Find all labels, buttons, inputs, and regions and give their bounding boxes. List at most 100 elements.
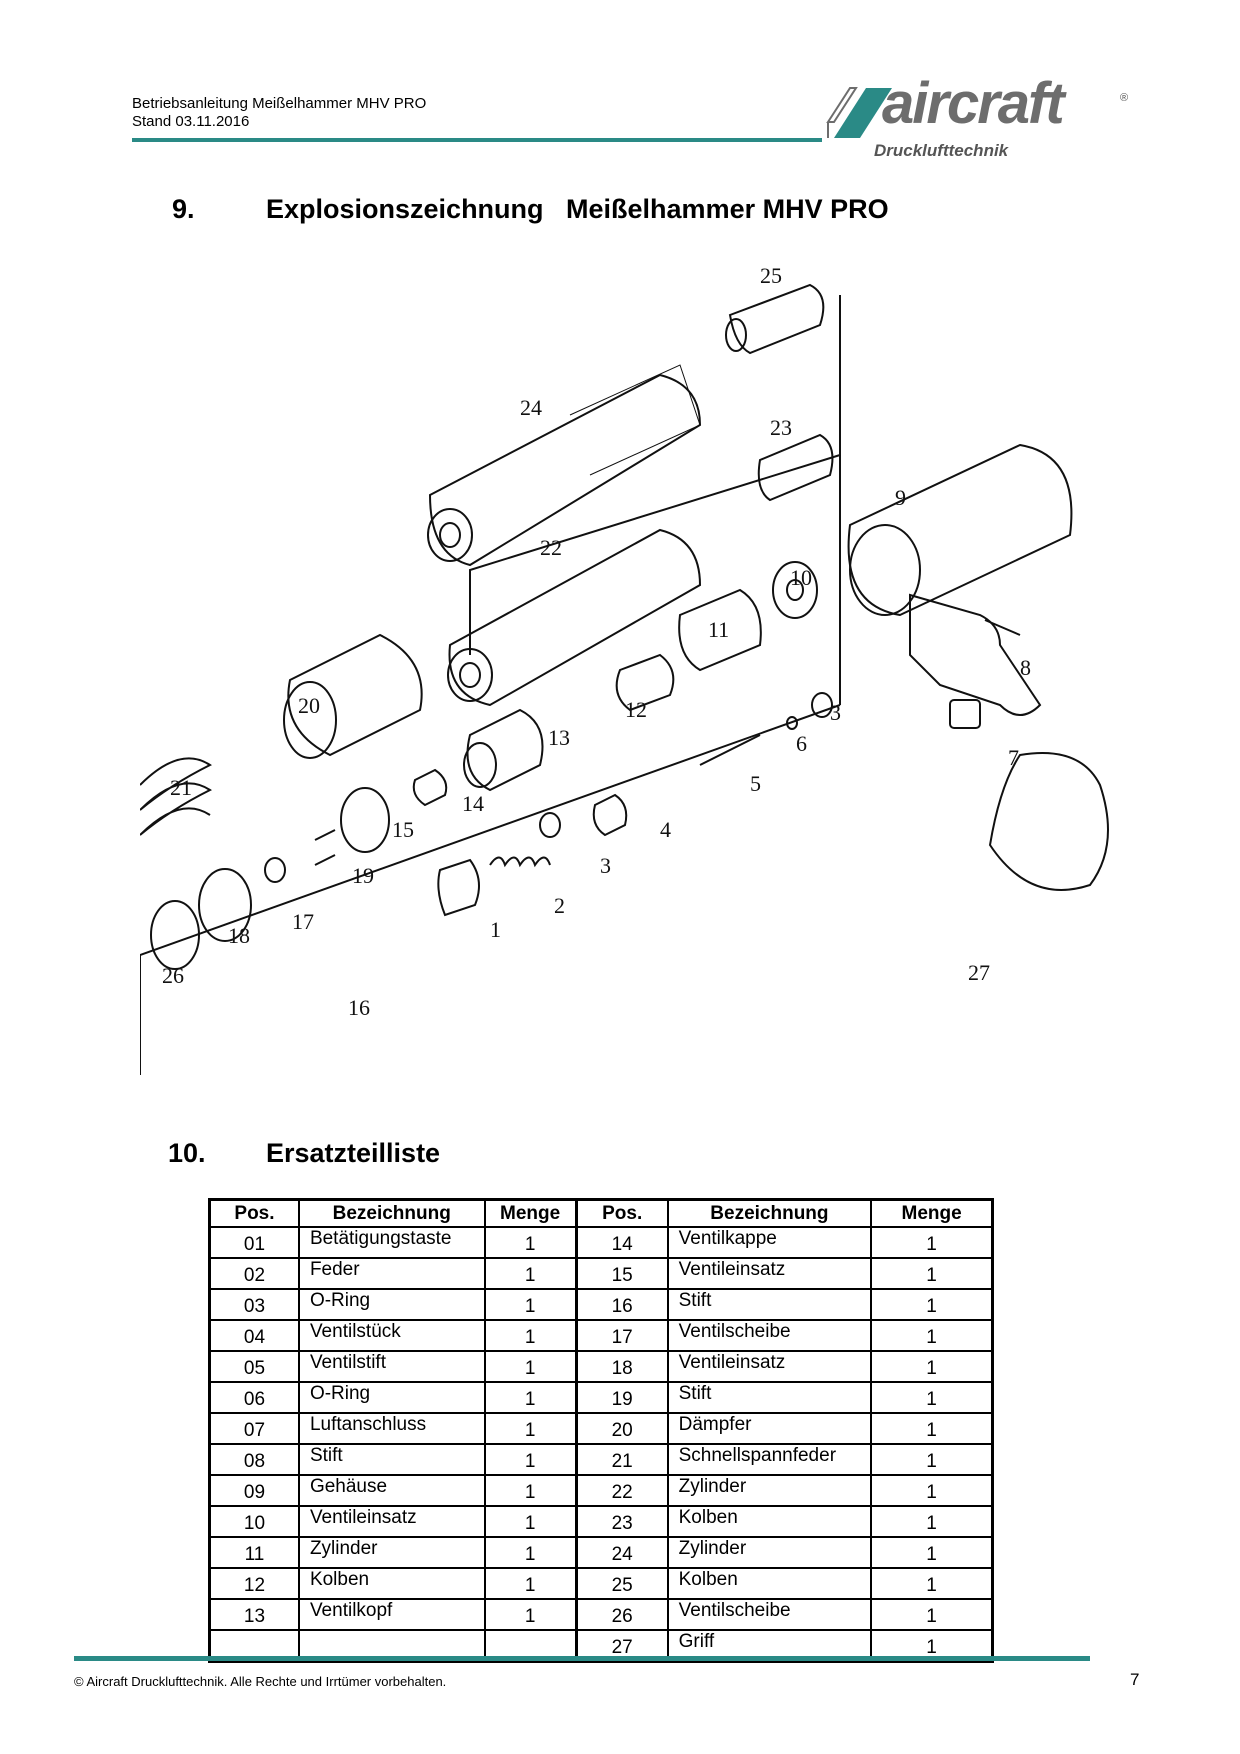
callout-1: 1: [490, 917, 501, 942]
column-header-bezeichnung: Bezeichnung: [297, 1198, 486, 1228]
cell-pos: 26: [575, 1598, 669, 1631]
section-9-number: 9.: [172, 194, 195, 224]
footer-rule: [74, 1656, 1090, 1661]
cell-pos: 01: [208, 1226, 300, 1259]
cell-bezeichnung: Feder: [297, 1257, 486, 1290]
callout-8: 8: [1020, 655, 1031, 680]
cell-pos: 21: [575, 1443, 669, 1476]
cell-pos: 17: [575, 1319, 669, 1352]
callout-18: 18: [228, 923, 250, 948]
drawing-callouts: 25 24 23 9 22 10 11 8 20 12 3 7 21 13 6 …: [162, 263, 1031, 1020]
header-date: Stand 03.11.2016: [132, 113, 250, 130]
cell-bezeichnung: Ventilkopf: [297, 1598, 486, 1631]
callout-15: 15: [392, 817, 414, 842]
callout-3-upper: 3: [830, 700, 841, 725]
callout-10: 10: [790, 565, 812, 590]
cell-pos: 14: [575, 1226, 669, 1259]
cell-pos: 03: [208, 1288, 300, 1321]
cell-pos: 16: [575, 1288, 669, 1321]
callout-2: 2: [554, 893, 565, 918]
cell-menge: 1: [483, 1474, 578, 1507]
document-header: Betriebsanleitung Meißelhammer MHV PRO S…: [132, 95, 426, 131]
callout-6: 6: [796, 731, 807, 756]
logo-wordmark: aircraft: [882, 71, 1065, 136]
cell-pos: 02: [208, 1257, 300, 1290]
spare-parts-table: Pos. Bezeichnung Menge Pos. Bezeichnung …: [208, 1198, 994, 1663]
cell-bezeichnung: Betätigungstaste: [297, 1226, 486, 1259]
cell-menge: 1: [870, 1505, 994, 1538]
cell-bezeichnung: O-Ring: [297, 1381, 486, 1414]
footer-copyright: © Aircraft Drucklufttechnik. Alle Rechte…: [74, 1674, 447, 1689]
column-header-pos: Pos.: [208, 1198, 300, 1228]
cell-bezeichnung: Ventileinsatz: [666, 1350, 873, 1383]
logo-mark-icon: [826, 87, 892, 138]
callout-11: 11: [708, 617, 729, 642]
cell-menge: 1: [870, 1443, 994, 1476]
cell-bezeichnung: Stift: [666, 1288, 873, 1321]
callout-13: 13: [548, 725, 570, 750]
callout-7: 7: [1008, 745, 1019, 770]
cell-menge: 1: [483, 1288, 578, 1321]
cell-bezeichnung: Gehäuse: [297, 1474, 486, 1507]
cell-pos: 20: [575, 1412, 669, 1445]
cell-bezeichnung: Zylinder: [297, 1536, 486, 1569]
cell-menge: 1: [483, 1598, 578, 1631]
cell-menge: 1: [483, 1567, 578, 1600]
cell-menge: 1: [870, 1412, 994, 1445]
column-header-menge-right: Menge: [870, 1198, 994, 1228]
cell-menge: 1: [870, 1319, 994, 1352]
cell-bezeichnung: Ventilkappe: [666, 1226, 873, 1259]
cell-pos: 04: [208, 1319, 300, 1352]
cell-menge: 1: [483, 1350, 578, 1383]
callout-21: 21: [170, 775, 192, 800]
column-header-menge: Menge: [483, 1198, 578, 1228]
callout-17: 17: [292, 909, 314, 934]
callout-9: 9: [895, 485, 906, 510]
cell-bezeichnung: Stift: [297, 1443, 486, 1476]
logo-subtitle: Drucklufttechnik: [874, 141, 1009, 160]
cell-menge: 1: [870, 1536, 994, 1569]
cell-menge: 1: [483, 1443, 578, 1476]
cell-bezeichnung: Zylinder: [666, 1474, 873, 1507]
cell-bezeichnung: Ventilstift: [297, 1350, 486, 1383]
cell-pos: 18: [575, 1350, 669, 1383]
aircraft-logo: aircraft ® Drucklufttechnik: [822, 71, 1142, 164]
column-header-bezeichnung-right: Bezeichnung: [666, 1198, 873, 1228]
cell-pos: 22: [575, 1474, 669, 1507]
cell-menge: 1: [483, 1381, 578, 1414]
callout-14: 14: [462, 791, 484, 816]
cell-bezeichnung: Zylinder: [666, 1536, 873, 1569]
callout-22: 22: [540, 535, 562, 560]
callout-25: 25: [760, 265, 782, 288]
cell-pos: 24: [575, 1536, 669, 1569]
callout-20: 20: [298, 693, 320, 718]
cell-bezeichnung: Kolben: [666, 1567, 873, 1600]
cell-menge: 1: [483, 1319, 578, 1352]
cell-menge: 1: [870, 1350, 994, 1383]
cell-bezeichnung: Kolben: [297, 1567, 486, 1600]
callout-3-lower: 3: [600, 853, 611, 878]
cell-bezeichnung: Ventileinsatz: [297, 1505, 486, 1538]
cell-menge: 1: [870, 1288, 994, 1321]
cell-pos: 12: [208, 1567, 300, 1600]
column-header-pos-right: Pos.: [575, 1198, 669, 1228]
cell-pos: 15: [575, 1257, 669, 1290]
callout-27: 27: [968, 960, 990, 985]
cell-menge: 1: [483, 1226, 578, 1259]
cell-menge: 1: [870, 1226, 994, 1259]
logo-registered-mark: ®: [1120, 92, 1129, 104]
cell-bezeichnung: Stift: [666, 1381, 873, 1414]
cell-pos: 23: [575, 1505, 669, 1538]
cell-bezeichnung: Ventileinsatz: [666, 1257, 873, 1290]
section-10-number: 10.: [168, 1138, 206, 1168]
cell-bezeichnung: Ventilstück: [297, 1319, 486, 1352]
cell-bezeichnung: Ventilscheibe: [666, 1319, 873, 1352]
page-number: 7: [1130, 1670, 1140, 1689]
